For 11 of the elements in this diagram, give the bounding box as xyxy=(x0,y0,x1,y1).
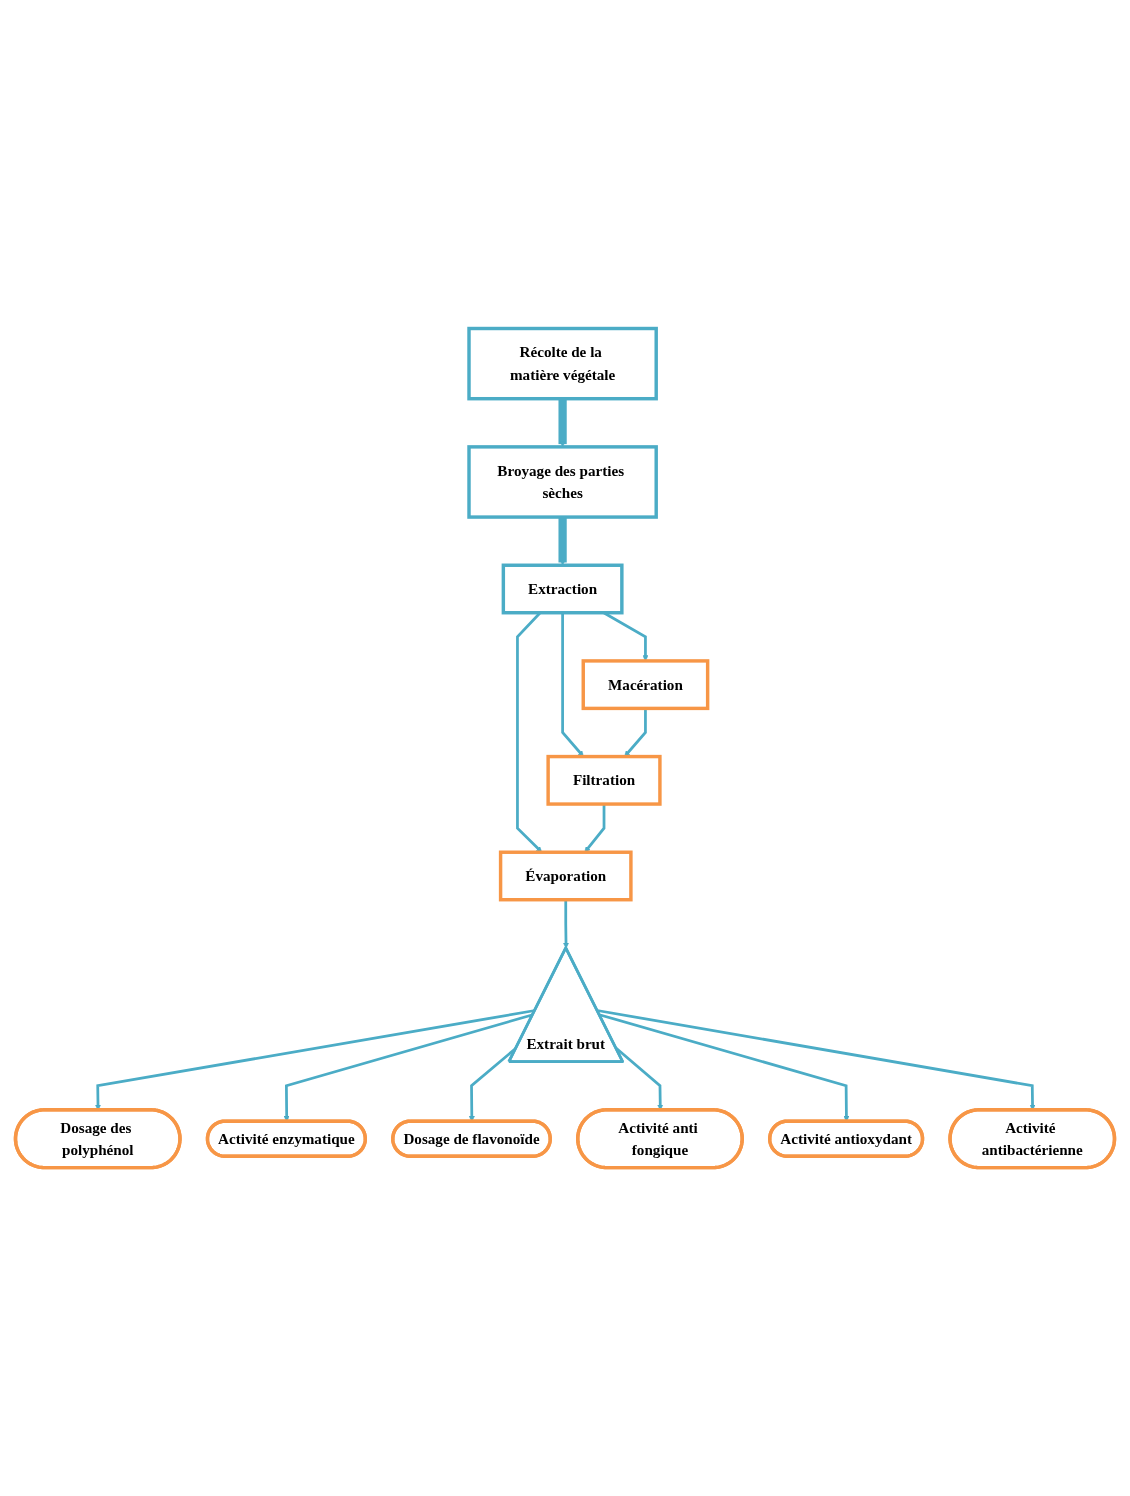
node-box: Macération xyxy=(581,659,710,711)
arrow xyxy=(558,517,567,566)
arrow xyxy=(624,708,647,757)
node-box: Extraction xyxy=(501,563,624,615)
node-box: Récolte de la matière végétale xyxy=(467,326,658,401)
node-box: Broyage des parties sèches xyxy=(467,445,658,519)
arrow xyxy=(584,804,606,853)
node-box: Évaporation xyxy=(498,850,633,902)
arrow xyxy=(561,612,584,757)
node-box: Filtration xyxy=(546,754,662,806)
arrow xyxy=(563,899,570,949)
